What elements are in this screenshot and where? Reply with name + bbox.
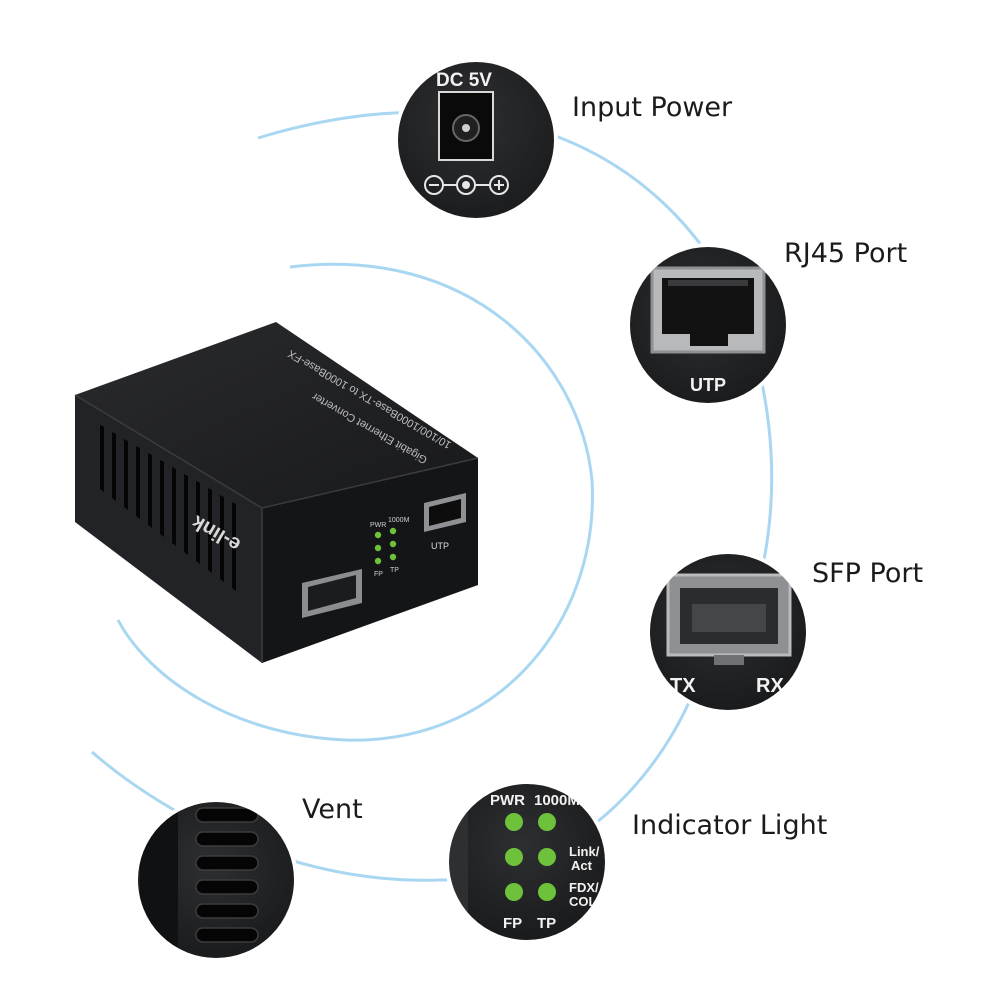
- label-input-power: Input Power: [572, 92, 733, 123]
- vent-slots: [195, 807, 259, 943]
- front-led-speed-label: 1000M: [388, 517, 410, 524]
- label-indicator-light: Indicator Light: [632, 810, 828, 841]
- tx-text: TX: [670, 675, 696, 697]
- front-sfp-port: [302, 569, 362, 618]
- callout-input-power: DC 5V: [394, 58, 558, 222]
- callout-vent: [134, 798, 298, 962]
- side-vent-slots: [100, 425, 236, 591]
- callout-indicator-light: PWR 1000M Link/ Act FDX/ COL FP TP: [445, 780, 609, 944]
- tp-text: TP: [537, 915, 556, 932]
- fdx-col-text-2: COL: [569, 894, 597, 909]
- front-utp-label: UTP: [431, 541, 449, 551]
- polarity-icon: [424, 175, 509, 195]
- pwr-text: PWR: [490, 792, 525, 809]
- label-sfp-port: SFP Port: [812, 558, 924, 589]
- link-act-text-2: Act: [571, 858, 593, 873]
- link-act-text-1: Link/: [569, 844, 600, 859]
- callout-sfp-port: TX RX: [646, 550, 810, 714]
- label-rj45-port: RJ45 Port: [784, 238, 908, 269]
- inner-arc: [116, 262, 594, 742]
- dc-5v-text: DC 5V: [436, 70, 492, 91]
- callout-rj45-port: UTP: [626, 243, 790, 407]
- front-rj45-port: UTP: [424, 493, 466, 551]
- front-led-pwr-label: PWR: [370, 522, 386, 529]
- media-converter-device: Gigabit Ethernet Converter 10/100/1000Ba…: [74, 322, 479, 663]
- rx-text: RX: [756, 675, 784, 697]
- label-vent: Vent: [302, 794, 363, 825]
- fdx-col-text-1: FDX/: [569, 880, 599, 895]
- front-led-tp-label: TP: [390, 567, 399, 574]
- front-led-fp-label: FP: [374, 571, 383, 578]
- fp-text: FP: [503, 915, 522, 932]
- utp-text: UTP: [690, 375, 726, 395]
- speed-text: 1000M: [534, 792, 580, 809]
- led-indicators: [505, 813, 556, 901]
- front-led-cluster: PWR 1000M FP TP: [370, 517, 410, 578]
- dc-jack: [438, 91, 494, 161]
